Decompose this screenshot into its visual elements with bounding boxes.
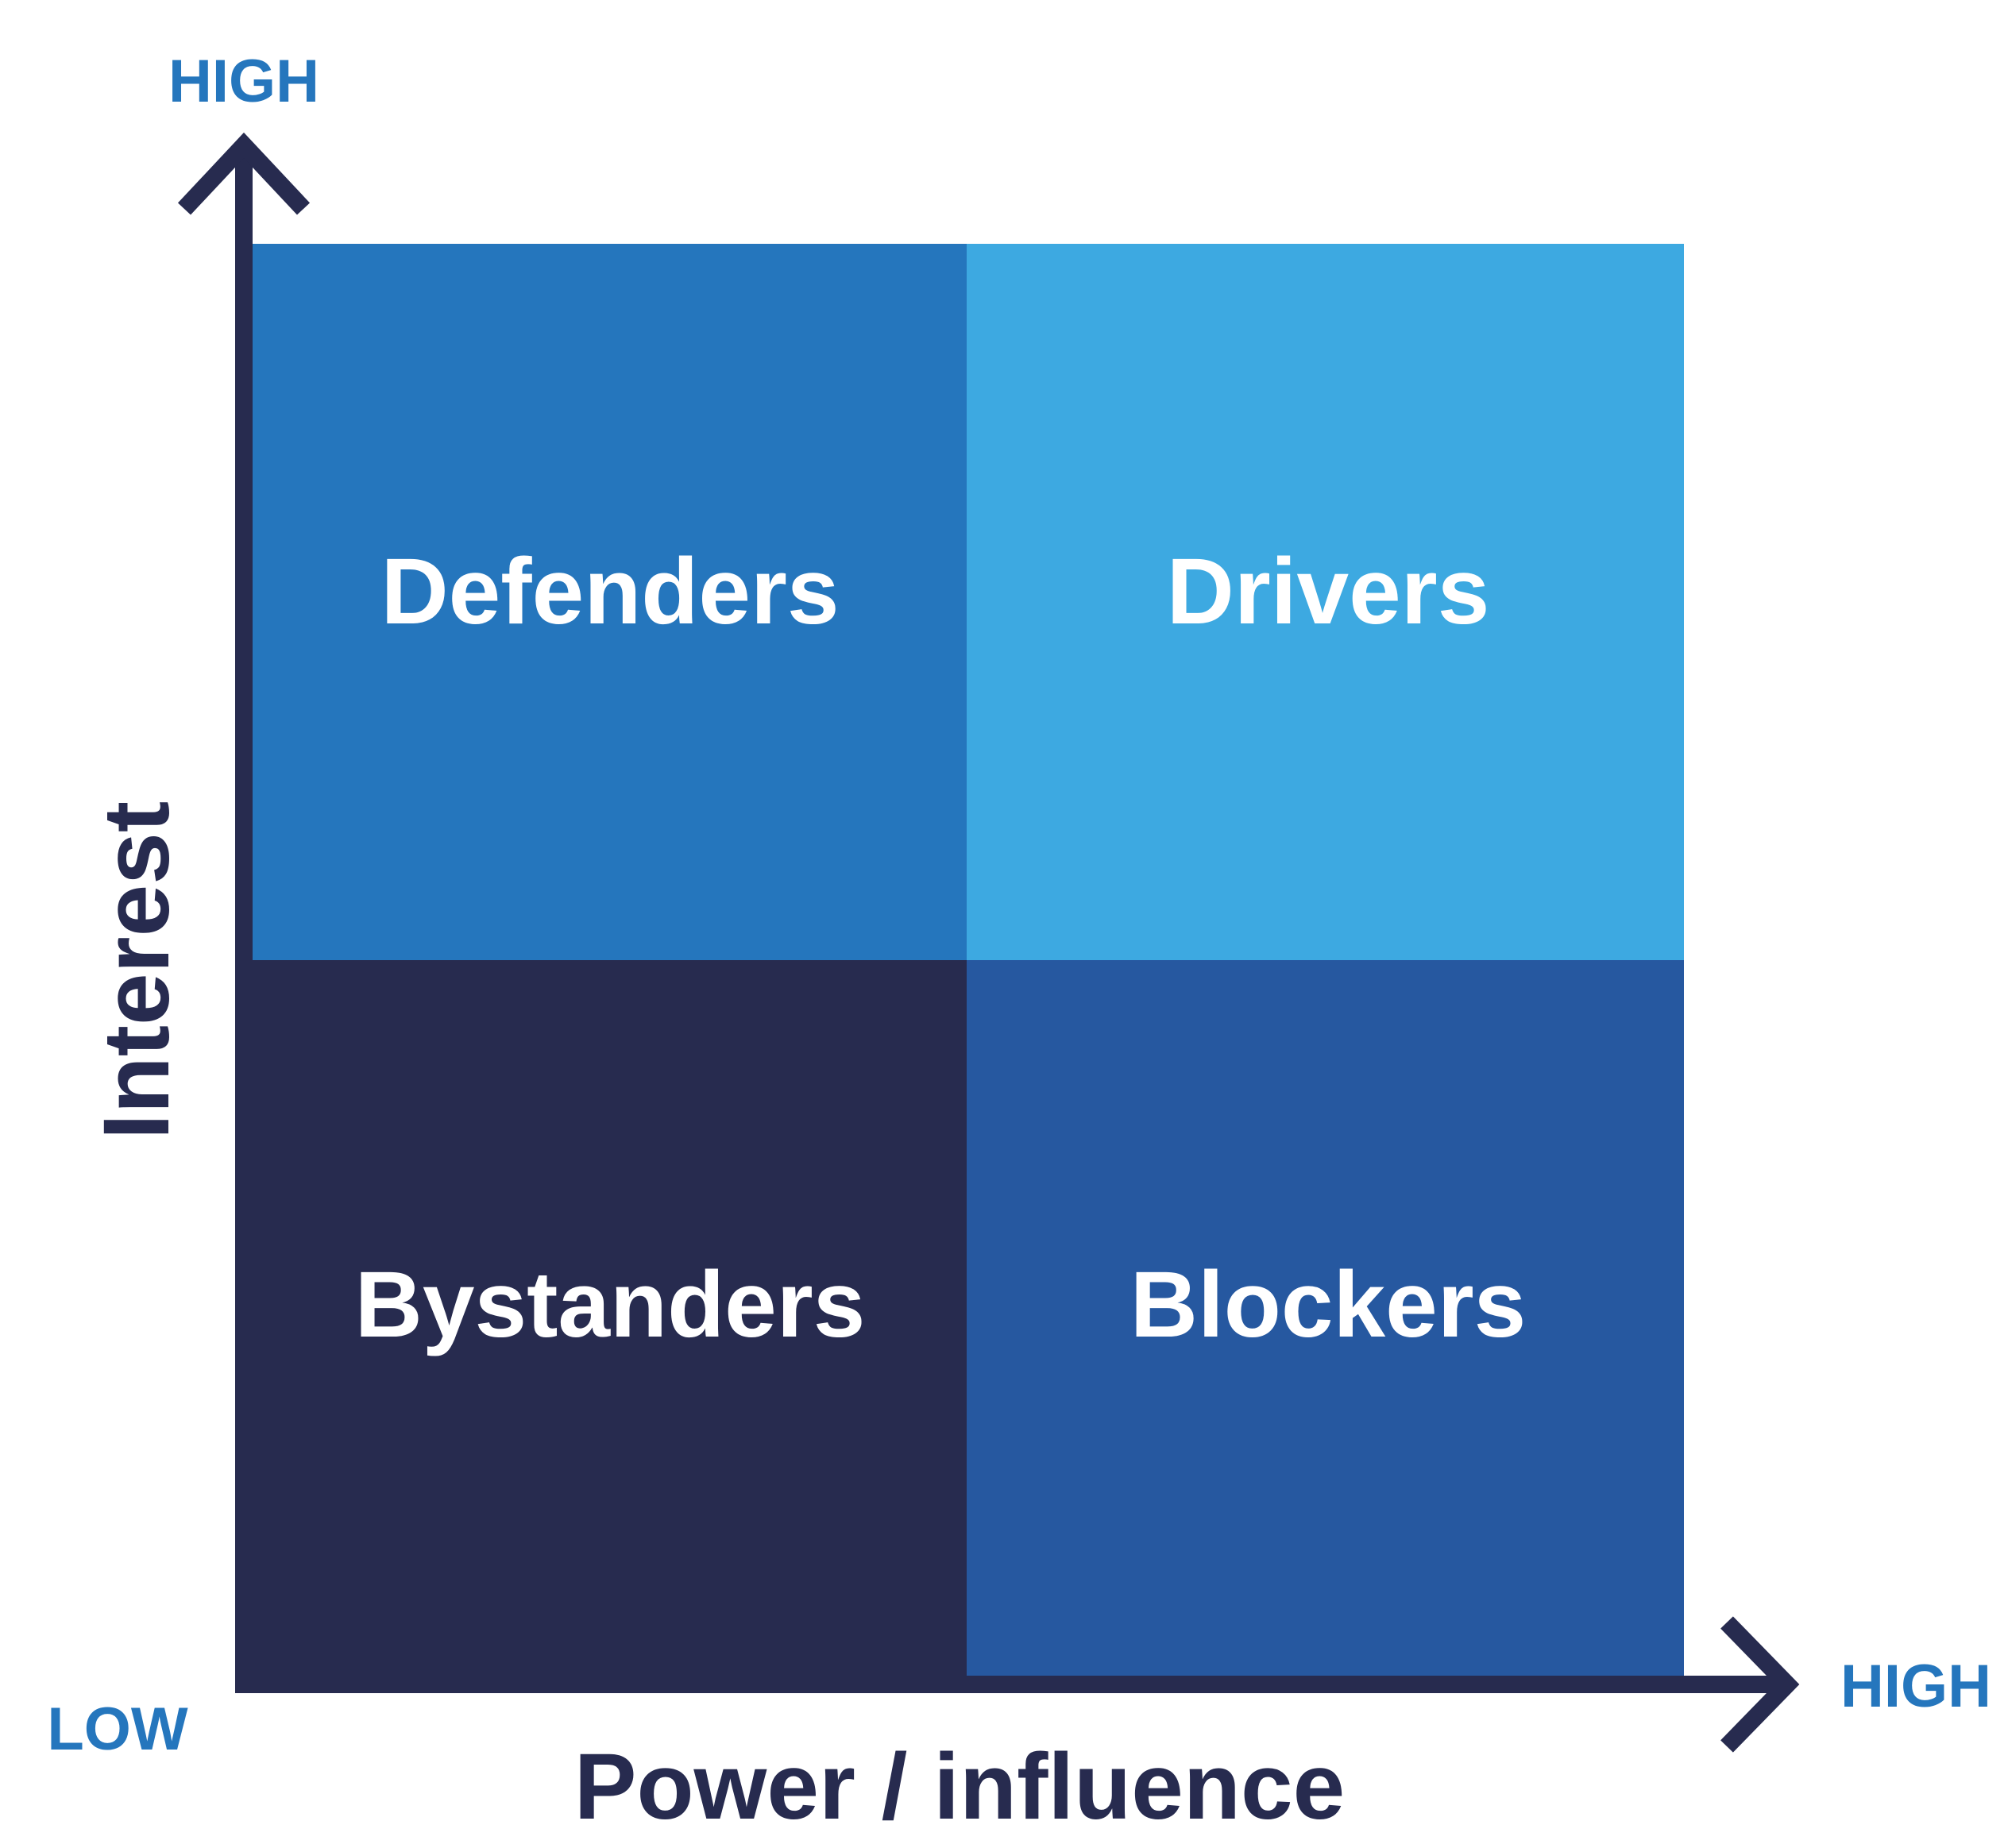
quadrant-blockers [967, 960, 1684, 1676]
y-axis-high-label: HIGH [168, 48, 319, 115]
drivers-label: Drivers [1167, 539, 1490, 644]
x-axis-line [235, 1676, 1789, 1693]
y-axis-title: Interest [84, 801, 189, 1140]
quadrant-defenders [240, 244, 967, 960]
defenders-label: Defenders [380, 539, 839, 644]
origin-low-label: LOW [47, 1696, 188, 1763]
blockers-label: Blockers [1130, 1252, 1527, 1357]
quadrant-bystanders [240, 960, 967, 1684]
quadrant-drivers [967, 244, 1684, 960]
arrow-up-icon [177, 132, 311, 215]
arrow-right-icon [1720, 1616, 1800, 1753]
y-axis-line [235, 143, 253, 1688]
x-axis-high-label: HIGH [1840, 1653, 1991, 1720]
x-axis-title: Power / influence [574, 1734, 1345, 1839]
bystanders-label: Bystanders [355, 1252, 866, 1357]
